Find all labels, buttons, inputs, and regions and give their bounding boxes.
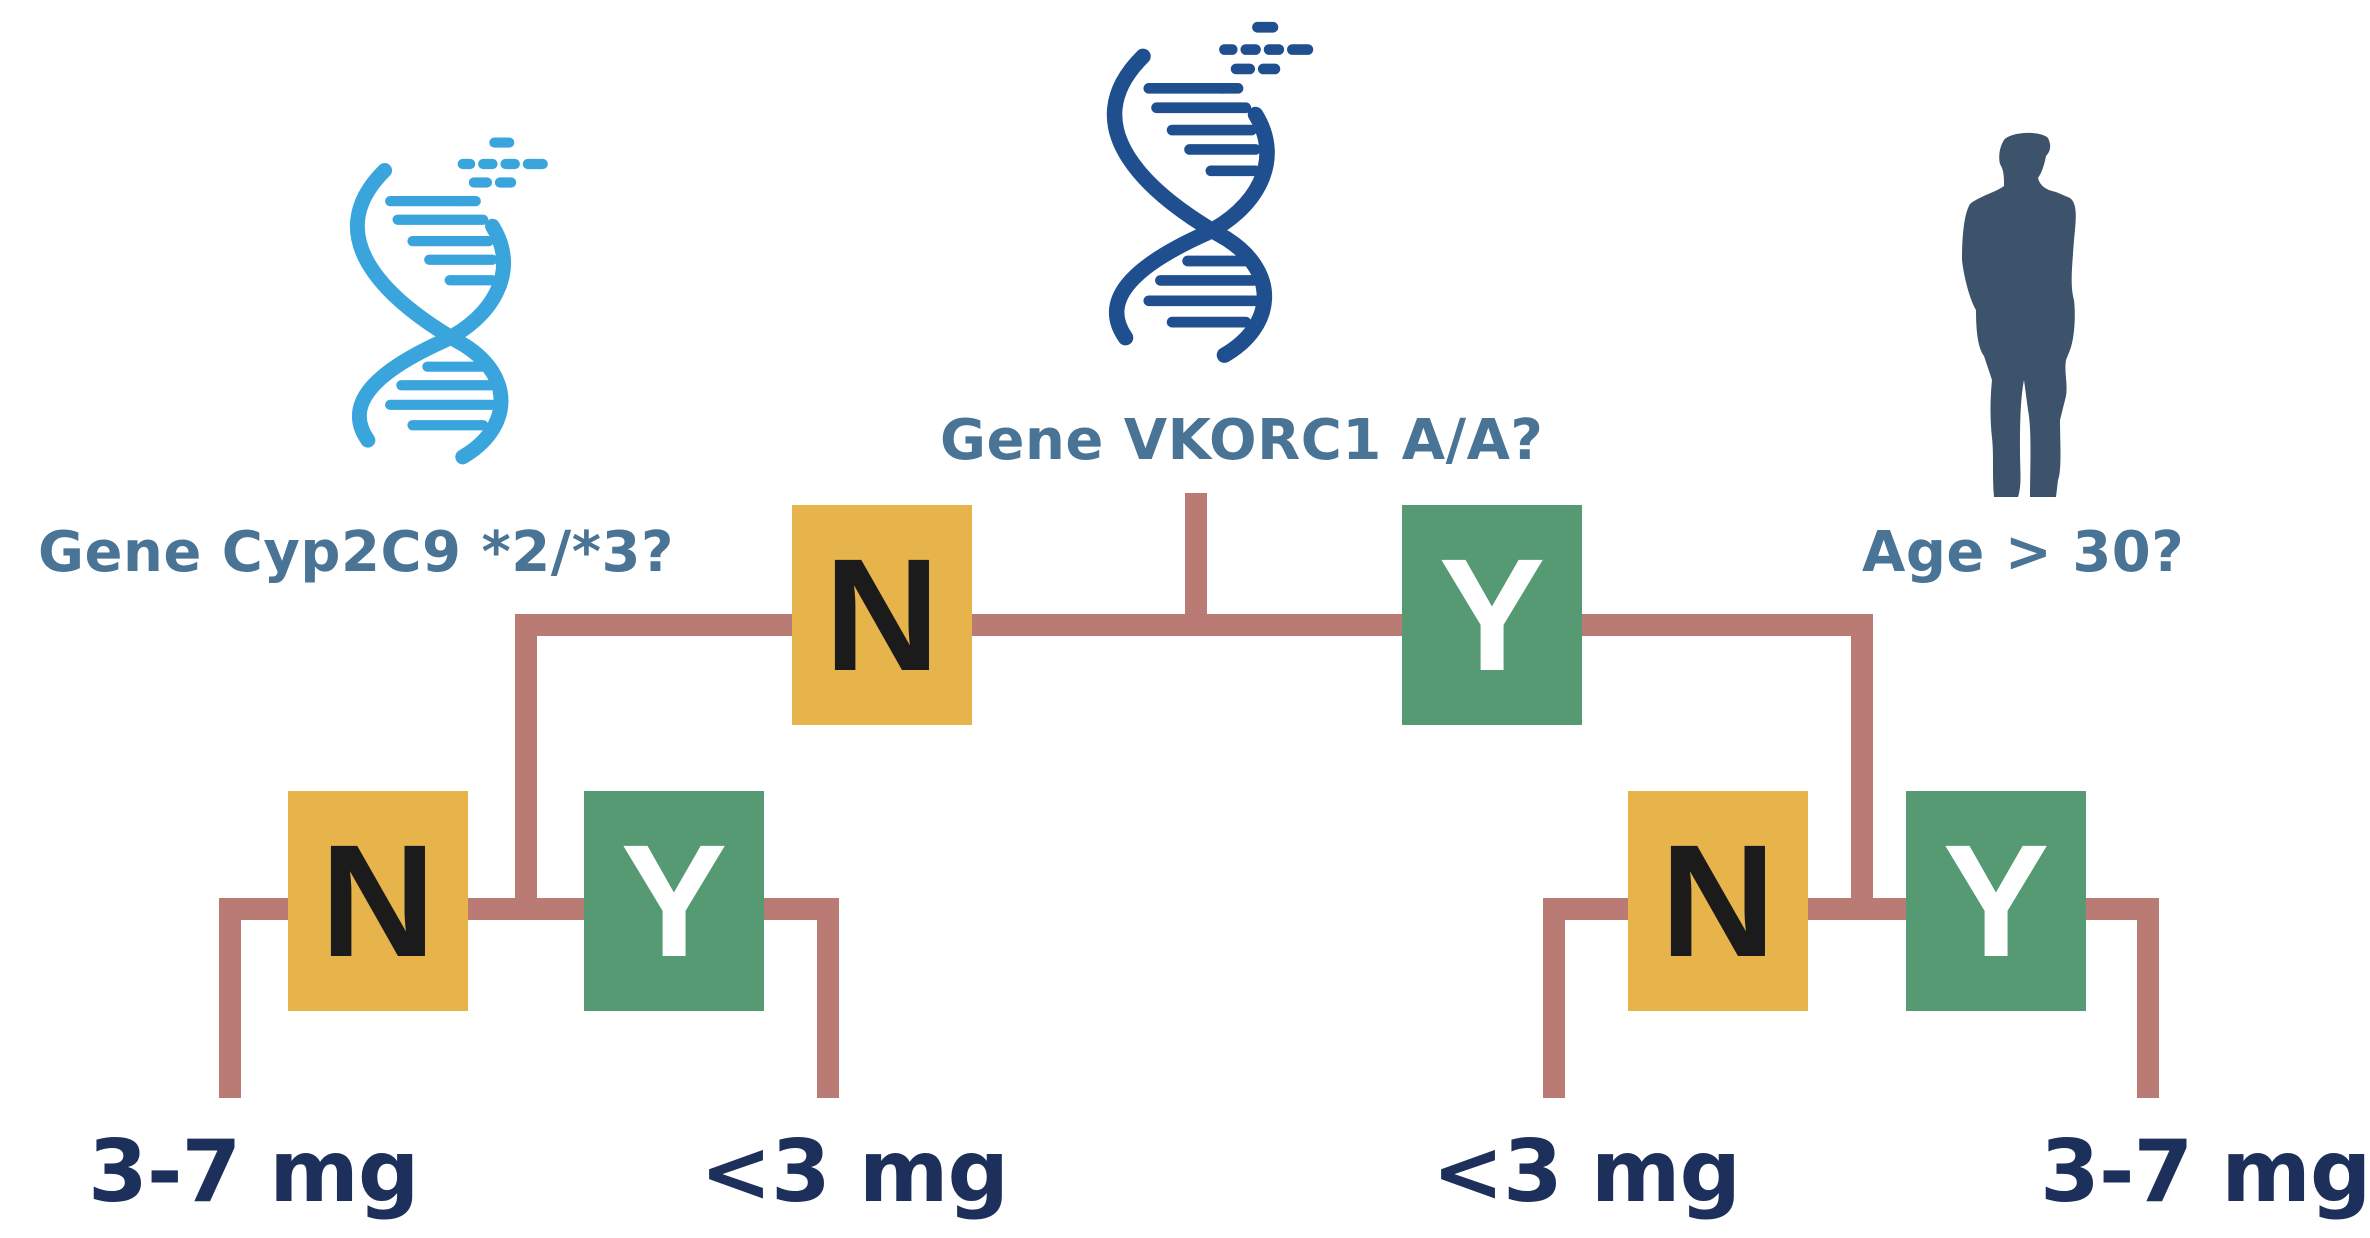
dna-icon xyxy=(1106,21,1314,363)
right-no-label: N xyxy=(1660,811,1776,990)
root-yes-box: Y xyxy=(1402,505,1582,725)
right-no-box: N xyxy=(1628,791,1808,1011)
left-yes-box: Y xyxy=(584,791,764,1011)
left-yes-label: Y xyxy=(620,811,728,990)
root-no-box: N xyxy=(792,505,972,725)
left-no-box: N xyxy=(288,791,468,1011)
right-yes-box: Y xyxy=(1906,791,2086,1011)
root-no-label: N xyxy=(824,525,940,704)
left-yes-dose-label: <3 mg xyxy=(700,1122,1009,1222)
dna-icon xyxy=(349,137,548,465)
right-no-dose-label: <3 mg xyxy=(1432,1122,1741,1222)
cyp2c9-question-label: Gene Cyp2C9 *2/*3? xyxy=(38,520,674,585)
left-branch-line xyxy=(515,614,1873,906)
left-no-dose-label: 3-7 mg xyxy=(88,1122,419,1222)
person-silhouette-icon xyxy=(1962,132,2076,497)
right-yes-dose-label: 3-7 mg xyxy=(2040,1122,2370,1222)
root-yes-label: Y xyxy=(1438,525,1546,704)
vkorc1-question-label: Gene VKORC1 A/A? xyxy=(940,408,1544,473)
right-yes-label: Y xyxy=(1942,811,2050,990)
left-no-label: N xyxy=(320,811,436,990)
age-question-label: Age > 30? xyxy=(1862,520,2185,585)
